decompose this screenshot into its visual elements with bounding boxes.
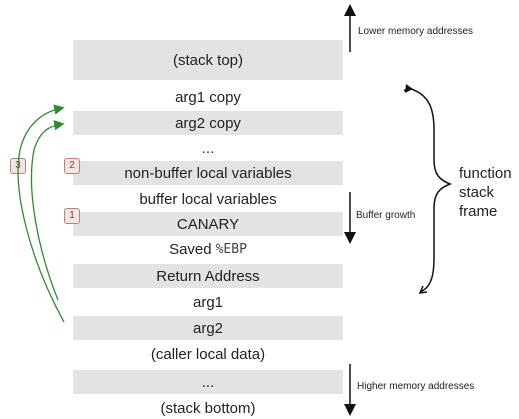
stack-bottom-label: (stack bottom) xyxy=(160,399,256,417)
brace-line-1: function xyxy=(459,165,512,182)
return-address-label: Return Address xyxy=(156,267,260,285)
stack-row-arg1: arg1 xyxy=(73,291,343,313)
badge-1: 1 xyxy=(64,208,80,224)
buffer-growth-note: Buffer growth xyxy=(356,210,416,221)
brace-line-2: stack xyxy=(459,184,495,201)
stack-top-label: (stack top) xyxy=(172,51,244,69)
ellipsis-upper-label: ... xyxy=(201,139,215,157)
function-stack-frame-label: function stack frame xyxy=(459,164,512,221)
ebp-register-code: %EBP xyxy=(215,241,247,257)
stack-row-arg2-copy: arg2 copy xyxy=(73,111,343,135)
overflow-curve-to-arg2-copy xyxy=(30,120,65,301)
lower-memory-note: Lower memory addresses xyxy=(358,26,474,37)
arg2-copy-label: arg2 copy xyxy=(175,114,241,132)
higher-memory-note: Higher memory addresses xyxy=(357,381,475,392)
caller-local-data-label: (caller local data) xyxy=(150,345,266,363)
ellipsis-lower-label: ... xyxy=(201,373,215,391)
stack-row-arg2: arg2 xyxy=(73,316,343,340)
stack-row-buffer-locals: buffer local variables xyxy=(73,188,343,210)
stack-bottom-row: (stack bottom) xyxy=(73,397,343,419)
stack-row-arg1-copy: arg1 copy xyxy=(73,86,343,108)
stack-row-return-address: Return Address xyxy=(73,264,343,288)
arg2-label: arg2 xyxy=(192,319,224,337)
brace-line-3: frame xyxy=(459,203,498,220)
badge-2: 2 xyxy=(64,158,80,174)
stack-frame-brace xyxy=(407,87,453,293)
buffer-locals-label: buffer local variables xyxy=(139,190,277,208)
stack-row-caller-local-data: (caller local data) xyxy=(73,343,343,365)
stack-top-block: (stack top) xyxy=(73,40,343,80)
saved-ebp-label: Saved xyxy=(169,240,212,258)
stack-row-ellipsis-lower: ... xyxy=(73,370,343,394)
stack-row-non-buffer-locals: non-buffer local variables xyxy=(73,161,343,185)
arg1-copy-label: arg1 copy xyxy=(175,88,241,106)
non-buffer-locals-label: non-buffer local variables xyxy=(124,164,292,182)
stack-row-ellipsis-upper: ... xyxy=(73,137,343,159)
stack-row-saved-ebp: Saved %EBP xyxy=(73,238,343,260)
overflow-curve-to-arg1-copy xyxy=(17,104,65,323)
arg1-label: arg1 xyxy=(192,293,224,311)
stack-row-canary: CANARY xyxy=(73,212,343,236)
canary-label: CANARY xyxy=(176,215,240,233)
